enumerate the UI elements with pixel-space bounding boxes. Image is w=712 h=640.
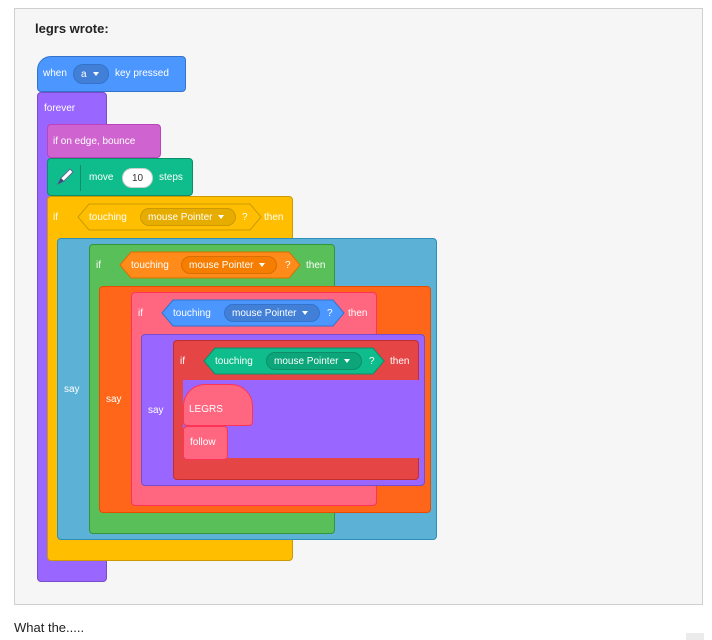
question-3: ? bbox=[327, 308, 333, 319]
mouse-pointer-value-3: mouse Pointer bbox=[232, 307, 297, 319]
move-block[interactable] bbox=[47, 158, 193, 196]
corner-widget bbox=[686, 633, 704, 640]
quote-author: legrs wrote: bbox=[35, 21, 109, 36]
follow-block[interactable] bbox=[183, 426, 228, 460]
if-label-3: if bbox=[138, 308, 143, 319]
say-label-3: say bbox=[148, 405, 164, 416]
move-steps-input[interactable]: 10 bbox=[122, 168, 153, 188]
bounce-block[interactable] bbox=[47, 124, 161, 158]
chevron-down-icon bbox=[344, 359, 351, 363]
follow-label: follow bbox=[190, 437, 216, 448]
then-label-2: then bbox=[306, 260, 326, 271]
mouse-pointer-dropdown-1[interactable]: mouse Pointer bbox=[140, 208, 236, 226]
mouse-pointer-value-4: mouse Pointer bbox=[274, 355, 339, 367]
then-label-3: then bbox=[348, 308, 368, 319]
forever-label: forever bbox=[44, 103, 76, 114]
key-value: a bbox=[81, 68, 87, 80]
touching-label-2: touching bbox=[131, 260, 169, 271]
mouse-pointer-dropdown-2[interactable]: mouse Pointer bbox=[181, 256, 277, 274]
if-label-1: if bbox=[53, 212, 58, 223]
question-2: ? bbox=[285, 260, 291, 271]
mouse-pointer-value-2: mouse Pointer bbox=[189, 259, 254, 271]
then-label-4: then bbox=[390, 356, 410, 367]
key-pressed-label: key pressed bbox=[115, 68, 169, 79]
legrs-label: LEGRS bbox=[189, 404, 223, 415]
steps-label: steps bbox=[159, 172, 183, 183]
touching-label-1: touching bbox=[89, 212, 127, 223]
question-4: ? bbox=[369, 356, 375, 367]
then-label-1: then bbox=[264, 212, 284, 223]
if-label-2: if bbox=[96, 260, 101, 271]
reply-text: What the..... bbox=[14, 620, 85, 635]
mouse-pointer-dropdown-3[interactable]: mouse Pointer bbox=[224, 304, 320, 322]
question-1: ? bbox=[242, 212, 248, 223]
when-label: when bbox=[43, 68, 67, 79]
pen-icon bbox=[54, 165, 81, 191]
legrs-block[interactable] bbox=[183, 384, 253, 426]
say-label-2: say bbox=[106, 394, 122, 405]
touching-label-3: touching bbox=[173, 308, 211, 319]
chevron-down-icon bbox=[218, 215, 225, 219]
chevron-down-icon bbox=[92, 72, 99, 76]
chevron-down-icon bbox=[259, 263, 266, 267]
when-key-pressed-block[interactable] bbox=[37, 56, 186, 92]
bounce-label: if on edge, bounce bbox=[53, 136, 136, 147]
key-dropdown[interactable]: a bbox=[73, 64, 109, 84]
say-label-1: say bbox=[64, 384, 80, 395]
mouse-pointer-dropdown-4[interactable]: mouse Pointer bbox=[266, 352, 362, 370]
mouse-pointer-value-1: mouse Pointer bbox=[148, 211, 213, 223]
move-label: move bbox=[89, 172, 114, 183]
chevron-down-icon bbox=[302, 311, 309, 315]
touching-label-4: touching bbox=[215, 356, 253, 367]
if-label-4: if bbox=[180, 356, 185, 367]
